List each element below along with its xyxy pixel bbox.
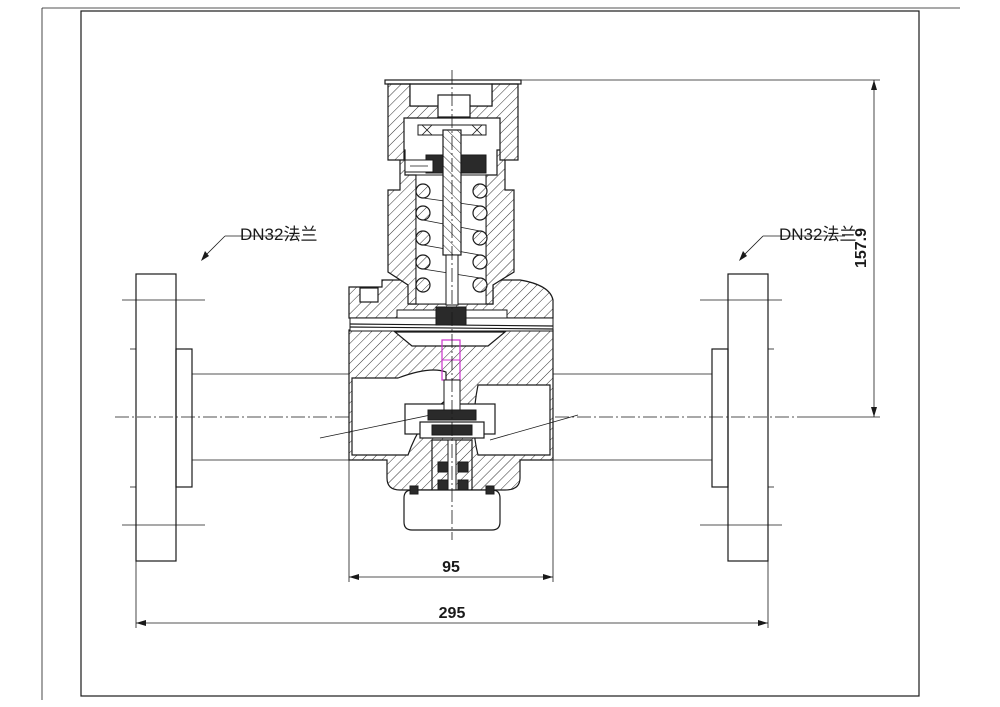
dim-height-label: 157.9: [853, 228, 870, 268]
right-flange-callout: DN32法兰: [739, 225, 856, 261]
dim-height: 157.9: [521, 79, 880, 418]
left-flange-callout: DN32法兰: [201, 225, 317, 261]
dim-body-width: 95: [348, 460, 554, 582]
right-flange-label: DN32法兰: [779, 225, 856, 244]
spring-coils: [415, 183, 488, 293]
dim-overall-length-label: 295: [439, 605, 466, 622]
left-flange-label: DN32法兰: [240, 225, 317, 244]
dim-overall-length: 295: [135, 561, 769, 628]
dim-body-width-label: 95: [442, 559, 460, 576]
right-flange: [553, 273, 782, 562]
left-flange: [122, 273, 350, 562]
drawing-frame: [41, 7, 960, 700]
